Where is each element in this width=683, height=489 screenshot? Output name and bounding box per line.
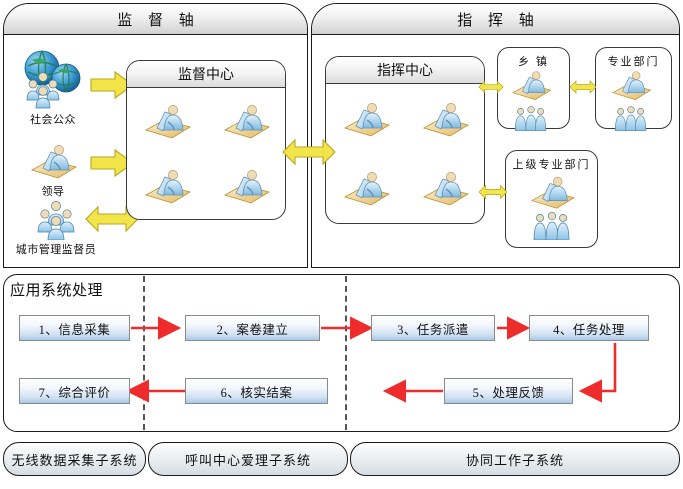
unit-superior-dept-label: 上级专业部门 (512, 159, 591, 171)
application-processing-title: 应用系统处理 (10, 283, 104, 299)
flow-step-5-label: 5、处理反馈 (472, 385, 545, 400)
person-at-desk-icon (418, 167, 472, 209)
flow-step-2[interactable]: 2、案卷建立 (185, 315, 320, 341)
swimlane-divider-2 (345, 276, 347, 430)
supervision-center-box: 监督中心 (126, 60, 286, 220)
person-at-desk-icon (219, 165, 273, 207)
actor-public-label: 社会公众 (30, 114, 76, 126)
people-group-icon (611, 104, 657, 134)
person-at-desk-icon (140, 165, 194, 207)
person-desk-icon (607, 67, 661, 108)
actor-leader-label: 领导 (41, 186, 65, 198)
arrow-command-to-superior (478, 180, 508, 209)
actor-leader: 领导 (18, 140, 88, 199)
flow-step-2-label: 2、案卷建立 (216, 322, 289, 337)
people-group-icon (529, 210, 575, 241)
unit-township-box: 乡 镇 (497, 47, 570, 131)
supervision-center-title: 监督中心 (127, 61, 285, 88)
arrow-centers-double (281, 138, 337, 171)
command-center-workstations (326, 84, 484, 223)
flow-step-7[interactable]: 7、综合评价 (19, 378, 130, 404)
subsystem-wireless-collection[interactable]: 无线数据采集子系统 (3, 442, 146, 476)
arrow-public-to-center (89, 70, 135, 105)
unit-superior-dept-box: 上级专业部门 (505, 150, 598, 248)
subsystem-wireless-collection-label: 无线数据采集子系统 (11, 452, 138, 468)
unit-township-label: 乡 镇 (518, 56, 549, 68)
supervision-center-workstations (127, 88, 285, 219)
flow-step-6-label: 6、核实结案 (220, 385, 293, 400)
person-at-desk-icon (418, 98, 472, 140)
person-desk-icon (507, 67, 561, 108)
actor-supervisor: 城市管理监督员 (6, 198, 106, 257)
person-at-desk-icon (219, 100, 273, 142)
person-at-desk-icon (339, 98, 393, 140)
command-center-title: 指挥中心 (326, 57, 484, 84)
flow-step-7-label: 7、综合评价 (38, 385, 111, 400)
flow-connectors (125, 316, 617, 403)
arrow-command-to-township (478, 75, 504, 104)
person-at-desk-icon (339, 167, 393, 209)
actor-supervisor-label: 城市管理监督员 (15, 244, 97, 256)
actor-public: 社会公众 (10, 48, 96, 127)
swimlane-divider-1 (143, 276, 145, 430)
flow-step-4[interactable]: 4、任务处理 (529, 315, 649, 341)
person-at-desk-icon (140, 100, 194, 142)
flow-step-1[interactable]: 1、信息采集 (19, 315, 130, 341)
command-center-box: 指挥中心 (325, 56, 485, 224)
flow-step-4-label: 4、任务处理 (553, 322, 625, 337)
people-group-icon (32, 198, 80, 241)
application-processing-panel (3, 274, 680, 432)
arrow-leader-to-center (89, 148, 135, 183)
subsystem-call-center[interactable]: 呼叫中心爱理子系统 (148, 442, 348, 476)
flow-step-5[interactable]: 5、处理反馈 (444, 378, 573, 404)
arrow-township-to-dept (569, 75, 597, 104)
command-axis-title: 指 挥 轴 (312, 4, 679, 35)
globe-people-icon (18, 48, 88, 110)
flow-step-1-label: 1、信息采集 (38, 322, 111, 337)
flow-step-3-label: 3、任务派遣 (397, 322, 469, 337)
person-desk-icon (525, 172, 579, 214)
supervision-axis-title: 监 督 轴 (4, 4, 307, 35)
flow-step-6[interactable]: 6、核实结案 (185, 378, 328, 404)
subsystem-collaborative-work-label: 协同工作子系统 (465, 452, 564, 468)
unit-professional-dept-box: 专业部门 (595, 47, 672, 131)
subsystem-collaborative-work[interactable]: 协同工作子系统 (350, 442, 680, 476)
people-group-icon (511, 104, 557, 134)
person-desk-icon (26, 140, 80, 182)
unit-professional-dept-label: 专业部门 (607, 56, 660, 68)
flow-step-3[interactable]: 3、任务派遣 (371, 315, 495, 341)
subsystem-call-center-label: 呼叫中心爱理子系统 (184, 452, 311, 468)
